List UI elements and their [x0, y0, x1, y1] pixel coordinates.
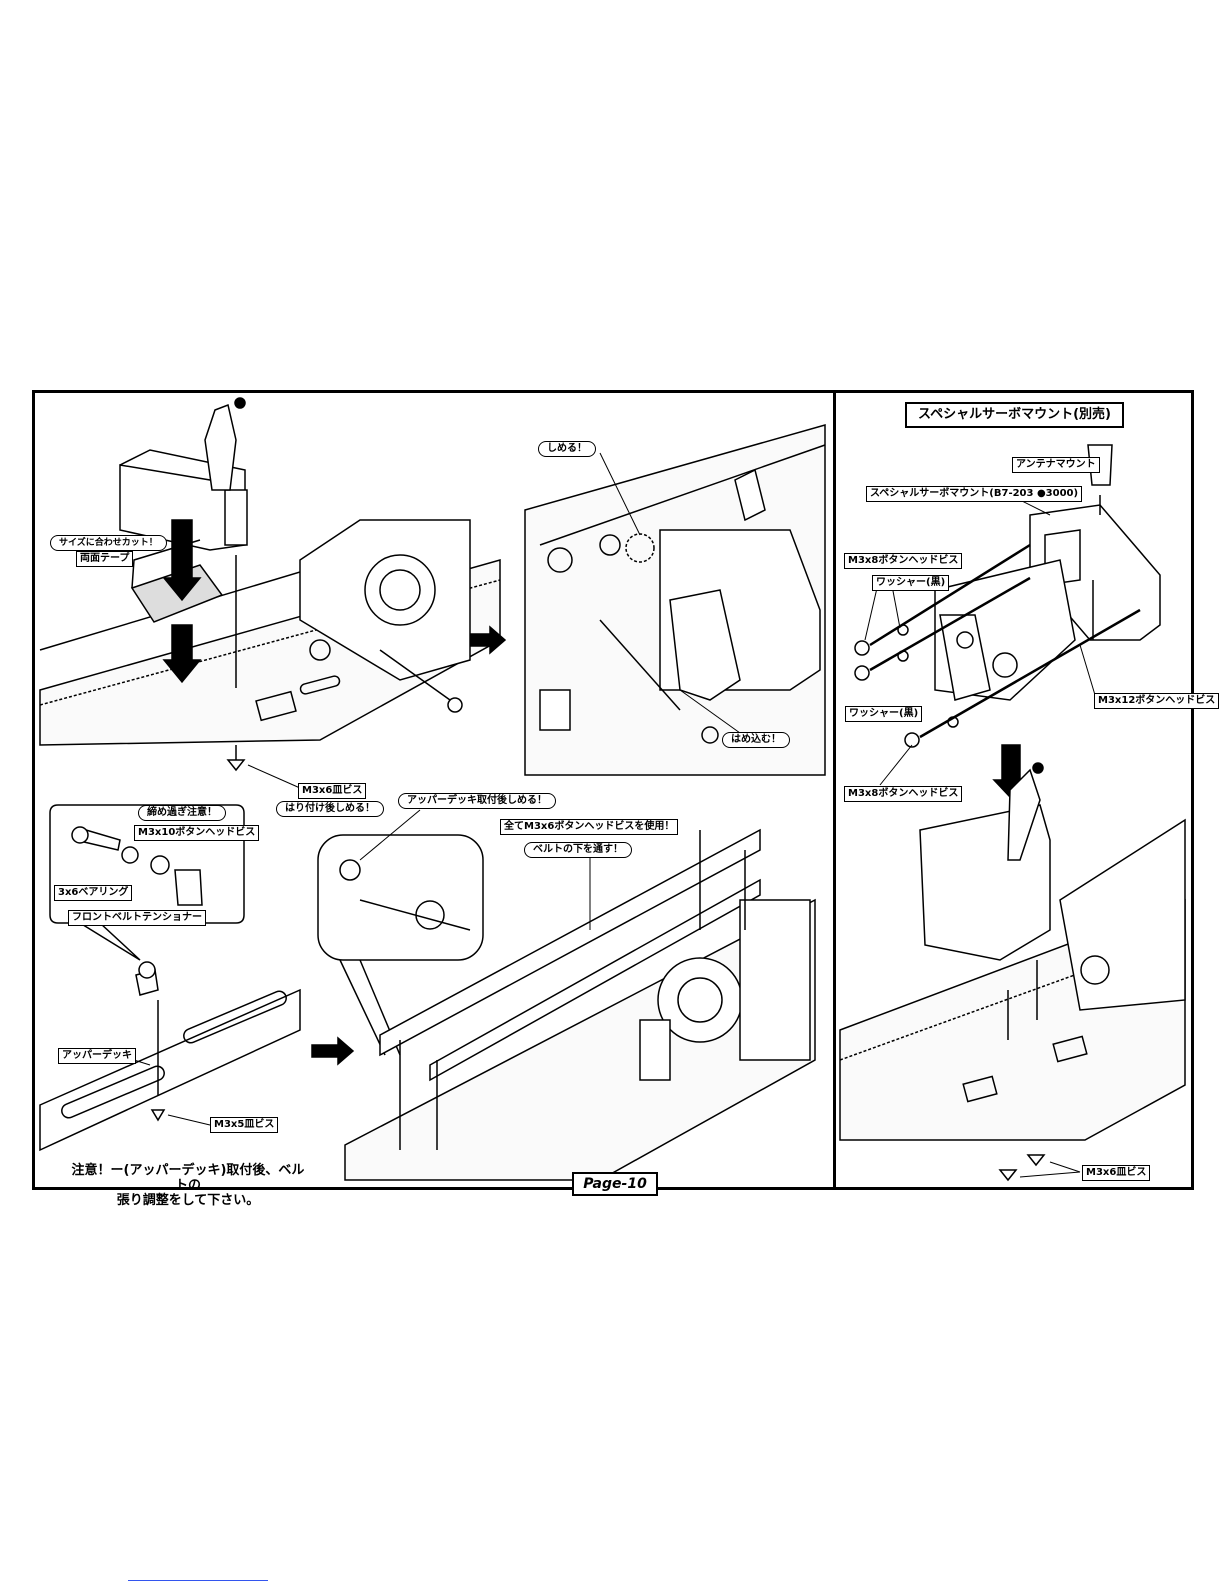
- screw-vertical-1: [226, 555, 246, 772]
- steering-drawing-1: [299, 519, 471, 713]
- label-upper-deck: アッパーデッキ: [58, 1048, 136, 1064]
- label-m3x8-b: M3x8ボタンヘッドビス: [844, 786, 963, 802]
- label-antenna-mount: アンテナマウント: [1012, 457, 1100, 473]
- label-all-m3x6: 全てM3x6ボタンヘッドビスを使用！: [500, 819, 679, 835]
- label-special-servo-mount: スペシャルサーボマウント(B7-203 ●3000): [866, 486, 1083, 502]
- caution-line-1: 注意！ー(アッパーデッキ)取付後、ベルトの: [71, 1163, 305, 1193]
- chassis-drawing-2: [344, 828, 816, 1181]
- page-number: Page-10: [572, 1172, 658, 1196]
- label-hamekomu: はめ込む！: [722, 732, 790, 748]
- label-washer-b: ワッシャー(黒): [845, 706, 923, 722]
- servo-drawing-3: [934, 559, 1076, 701]
- label-size-cut: サイズに合わせカット！: [50, 535, 167, 551]
- label-m3x6-sara-b: M3x6皿ビス: [1082, 1165, 1151, 1181]
- label-belt-under: ベルトの下を通す！: [524, 842, 632, 858]
- label-upper-deck-after: アッパーデッキ取付後しめる！: [398, 793, 556, 809]
- section-title: スペシャルサーボマウント(別売): [905, 402, 1124, 428]
- label-m3x10: M3x10ボタンヘッドビス: [134, 825, 260, 841]
- label-m3x8-a: M3x8ボタンヘッドビス: [844, 553, 963, 569]
- label-haritsuke: はり付け後しめる！: [276, 801, 384, 817]
- inset-detail: [317, 834, 484, 1056]
- caution-note: 注意！ー(アッパーデッキ)取付後、ベルトの 張り調整をして下さい。: [68, 1163, 308, 1208]
- footer-link-line: [128, 1580, 268, 1581]
- upper-deck-drawing: [39, 961, 301, 1152]
- label-bearing: 3x6ベアリング: [54, 885, 133, 901]
- label-shimeru: しめる！: [538, 441, 596, 457]
- detail-drawing-2: [524, 424, 826, 776]
- label-m3x6-sara: M3x6皿ビス: [298, 783, 367, 799]
- chassis-drawing-3: [839, 762, 1186, 1182]
- label-m3x12: M3x12ボタンヘッドビス: [1094, 693, 1220, 709]
- label-washer-a: ワッシャー(黒): [872, 575, 950, 591]
- screws-right: [854, 543, 1141, 748]
- label-m3x5-sara: M3x5皿ビス: [210, 1117, 279, 1133]
- label-overtighten: 締め過ぎ注意！: [138, 805, 226, 821]
- label-double-tape: 両面テープ: [76, 551, 134, 567]
- caution-line-2: 張り調整をして下さい。: [116, 1193, 260, 1208]
- servo-drawing-1: [119, 397, 248, 551]
- label-tensioner: フロントベルトテンショナー: [68, 910, 206, 926]
- panel-divider: [833, 390, 836, 1190]
